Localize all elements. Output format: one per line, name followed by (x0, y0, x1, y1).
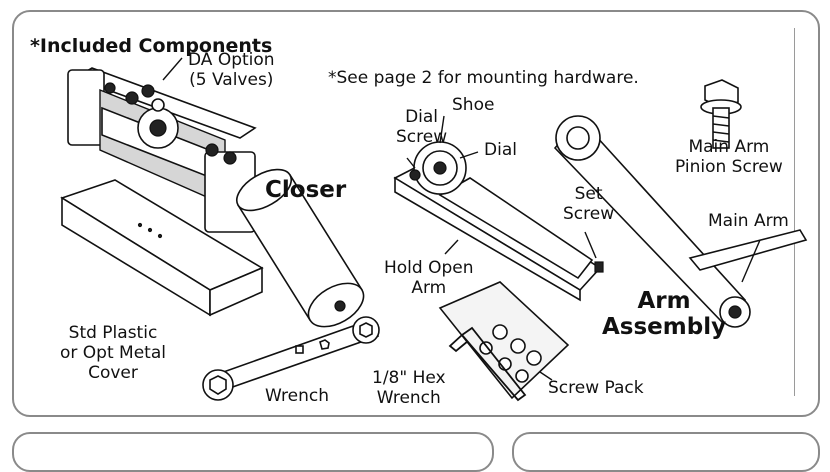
wrench-label: Wrench (265, 386, 330, 406)
main-arm-label: Main Arm (708, 211, 789, 231)
hex-wrench-label: 1/8" Hex Wrench (372, 368, 446, 408)
component-drawings (60, 57, 808, 402)
closer-label: Closer (265, 177, 347, 203)
screw-pack-label: Screw Pack (548, 378, 644, 398)
shoe-label: Shoe (452, 95, 495, 115)
main-arm-illustration (553, 115, 808, 328)
section-title: *Included Components (30, 35, 273, 57)
arm-assembly-label: Arm Assembly (602, 288, 727, 340)
hold-open-arm-label: Hold Open Arm (384, 258, 474, 298)
wrench-illustration (202, 316, 380, 401)
hold-open-arm-illustration (393, 115, 604, 302)
cover-illustration (60, 179, 264, 317)
hex-wrench-illustration (448, 326, 527, 402)
pinion-screw-label: Main Arm Pinion Screw (675, 137, 783, 177)
dial-label: Dial (484, 140, 517, 160)
closer-illustration (67, 57, 365, 328)
dial-screw-label: Dial Screw (396, 107, 448, 147)
set-screw-label: Set Screw (563, 184, 615, 224)
mounting-note: *See page 2 for mounting hardware. (328, 68, 639, 88)
cover-label: Std Plastic or Opt Metal Cover (60, 323, 166, 383)
da-option-label: DA Option (5 Valves) (188, 50, 275, 90)
panel-divider (794, 28, 795, 396)
screw-pack-illustration (438, 281, 570, 400)
pinion-screw-illustration (700, 79, 742, 149)
